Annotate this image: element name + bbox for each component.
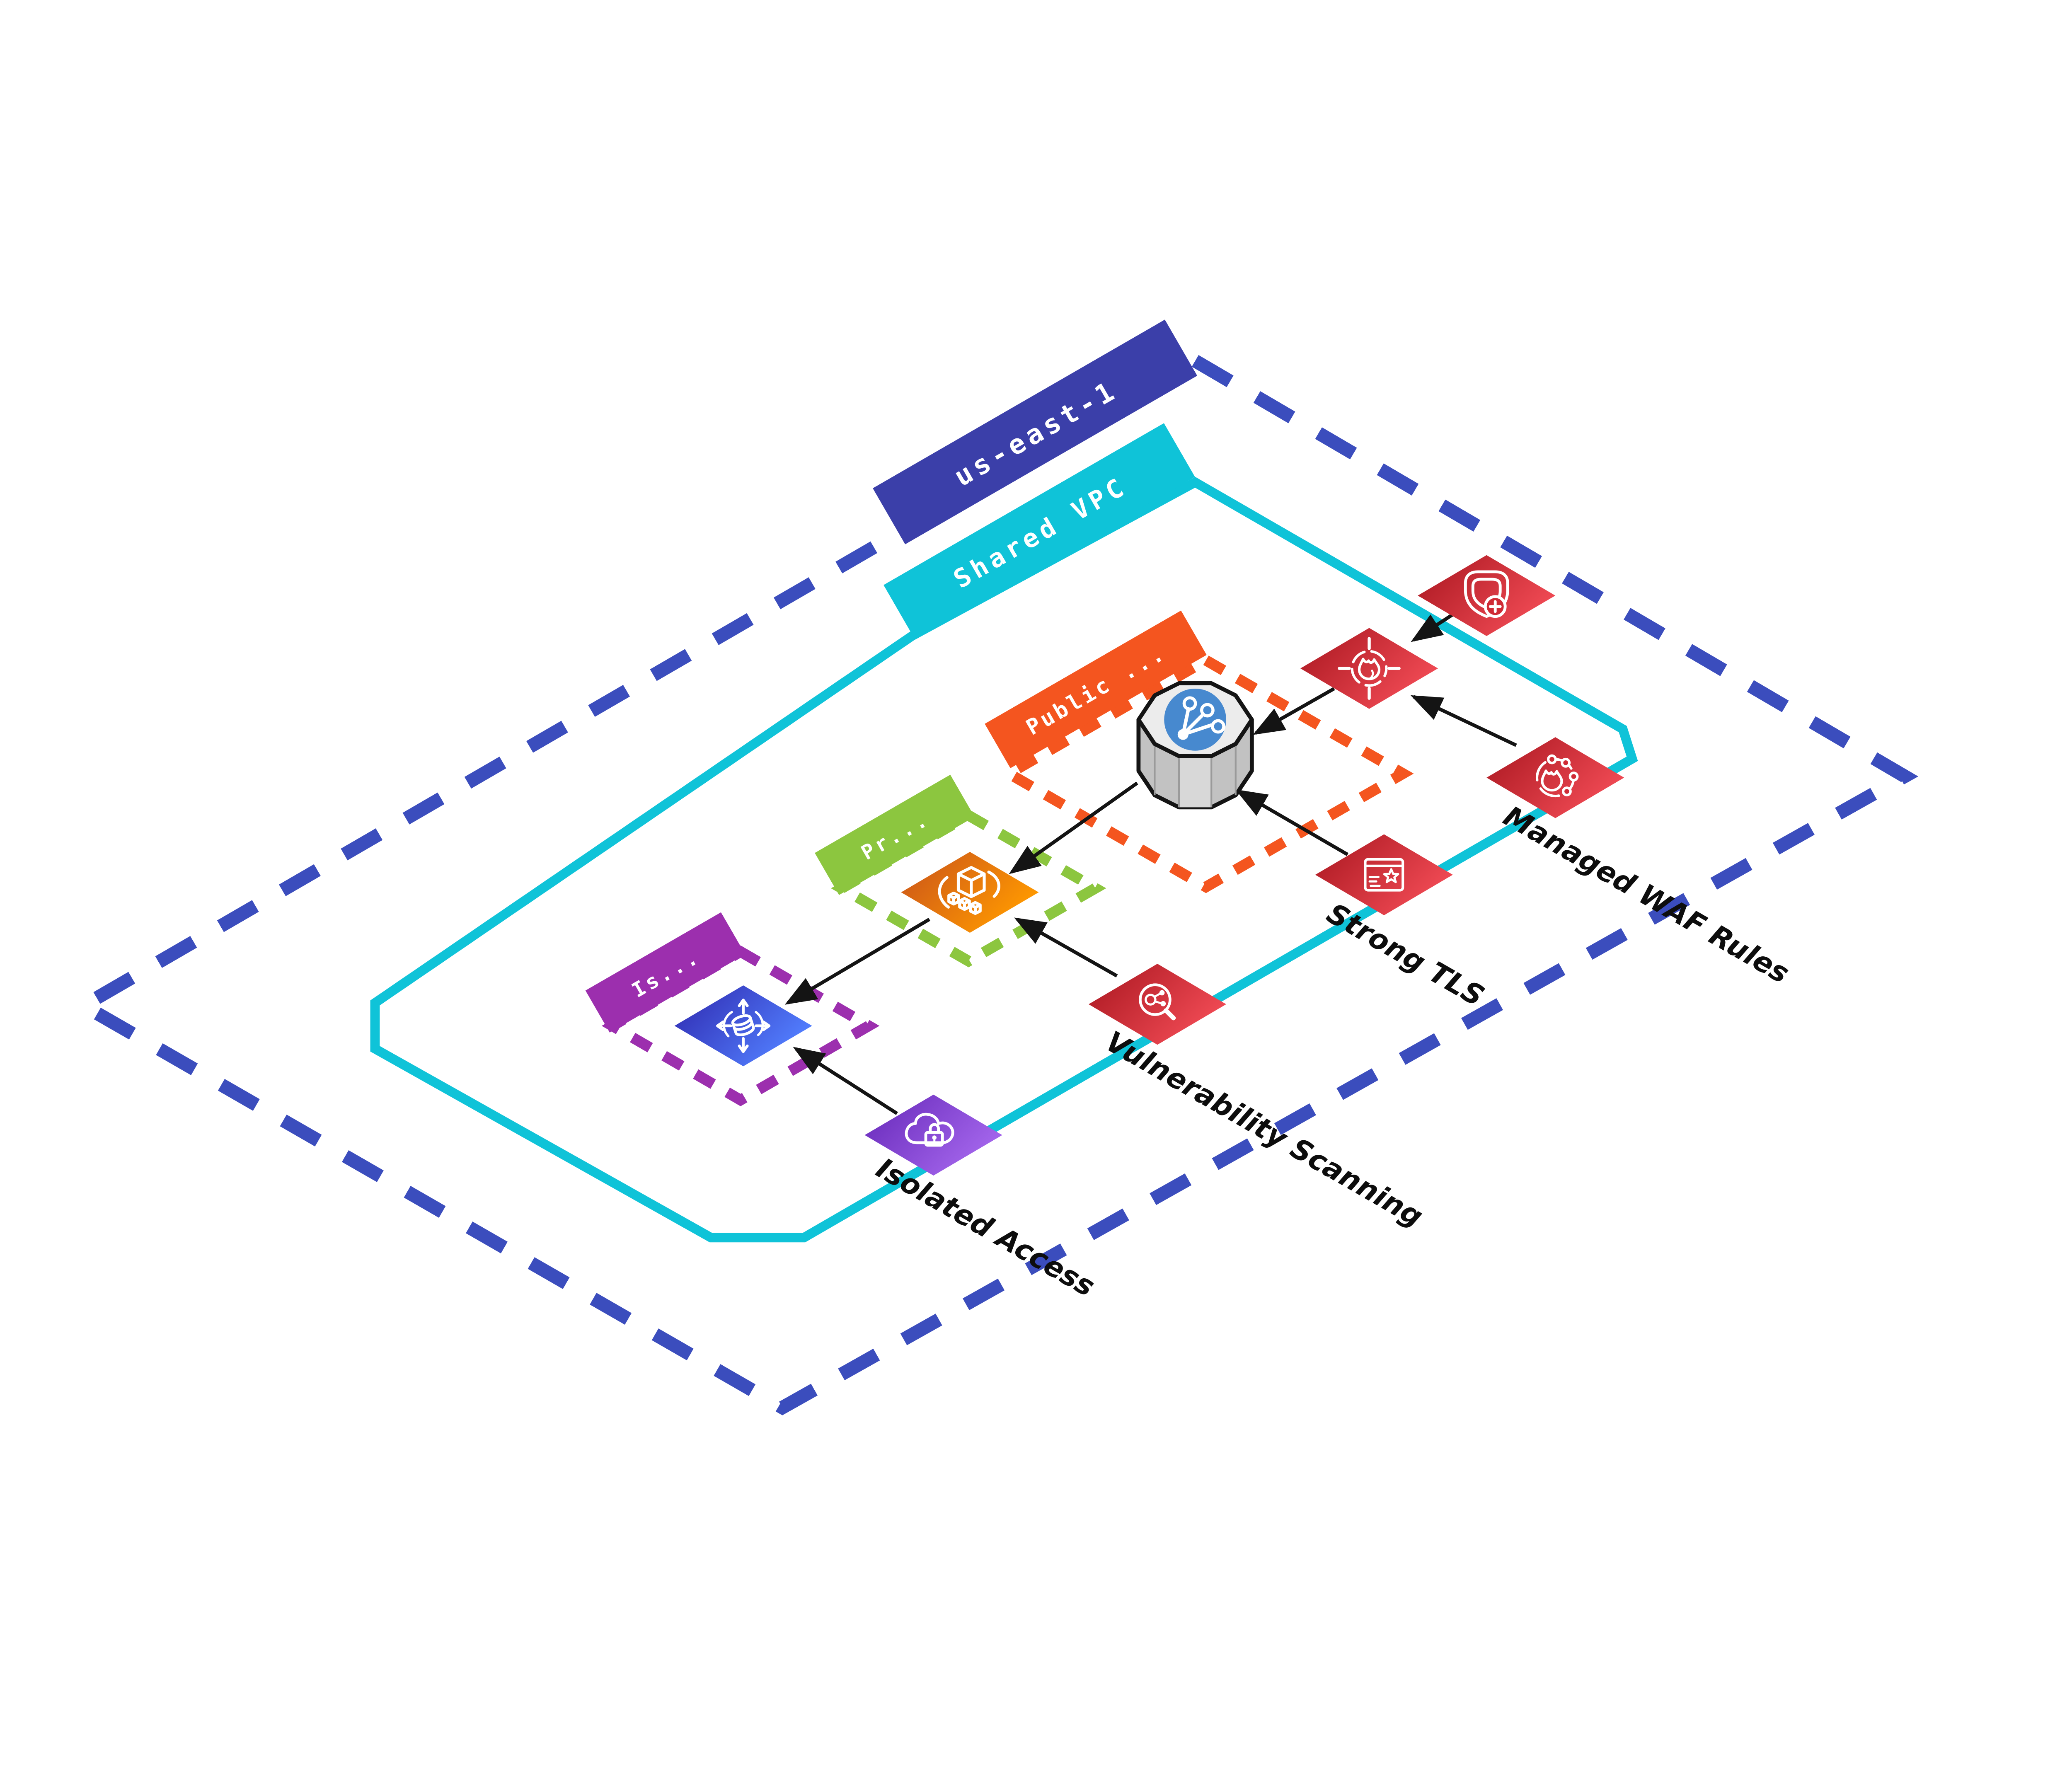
waf-managed-rules-tile <box>1486 737 1624 818</box>
network-firewall-node <box>1300 628 1438 709</box>
edge-arrow-firewall-to-lb <box>1253 687 1335 735</box>
isolated-subnet-ribbon <box>585 912 746 1033</box>
callout-vulnerability-scanning: Vulnerability Scanning <box>1100 1025 1428 1234</box>
region-banner-ribbon <box>873 319 1198 544</box>
vulnerability-scanner-tile <box>1088 964 1226 1045</box>
database-tile <box>674 985 812 1067</box>
magnifier-molecule-icon <box>1139 983 1176 1021</box>
flame-orbit-icon <box>1535 754 1579 798</box>
edge-arrow-shieldplus-to-firewall <box>1411 613 1454 642</box>
region-boundary <box>70 353 1919 1415</box>
callout-strong-tls: Strong TLS <box>1321 897 1489 1013</box>
database-node <box>674 985 812 1067</box>
edge-arrow-acm-to-lb <box>1235 789 1349 856</box>
firewall-manager-node <box>1418 555 1556 636</box>
edge-arrow-lb-to-containers <box>1009 781 1138 874</box>
callout-isolated-access: Isolated Access <box>871 1152 1100 1303</box>
firewall-manager-tile <box>1418 555 1556 636</box>
private-endpoint-tile <box>864 1094 1002 1176</box>
load-balancer-prism-face <box>1179 756 1212 808</box>
cloud-lock-icon <box>905 1113 954 1147</box>
cube-orbit-icon <box>938 866 1001 914</box>
public-subnet-boundary <box>998 654 1414 893</box>
flame-target-icon <box>1338 637 1401 700</box>
edges <box>784 613 1517 1115</box>
edge-arrow-endpoint-to-db <box>793 1047 898 1115</box>
shield-plus-icon <box>1464 570 1509 618</box>
private-subnet-ribbon <box>815 774 975 895</box>
certificate-manager-node <box>1315 834 1453 915</box>
container-service-node <box>901 851 1039 933</box>
load-balancer-prism-seams <box>1154 744 1237 808</box>
load-balancer-node <box>1136 681 1254 810</box>
callout-managed-waf-rules: Managed WAF Rules <box>1498 800 1795 990</box>
certificate-star-icon <box>1364 858 1404 892</box>
vulnerability-scanner-node <box>1088 964 1226 1045</box>
edge-arrow-waf-to-firewall <box>1410 695 1517 747</box>
database-arrows-icon <box>716 999 771 1053</box>
edge-arrow-containers-to-db <box>784 917 930 1005</box>
vpc-boundary <box>370 477 1638 1243</box>
edge-arrow-scanner-to-containers <box>1014 917 1118 977</box>
network-firewall-tile <box>1300 628 1438 709</box>
public-subnet-ribbon <box>985 610 1207 769</box>
waf-managed-rules-node <box>1486 737 1624 818</box>
private-endpoint-node <box>864 1094 1002 1176</box>
vpc-banner-ribbon <box>884 423 1195 639</box>
load-balancer-icon <box>1177 696 1225 740</box>
